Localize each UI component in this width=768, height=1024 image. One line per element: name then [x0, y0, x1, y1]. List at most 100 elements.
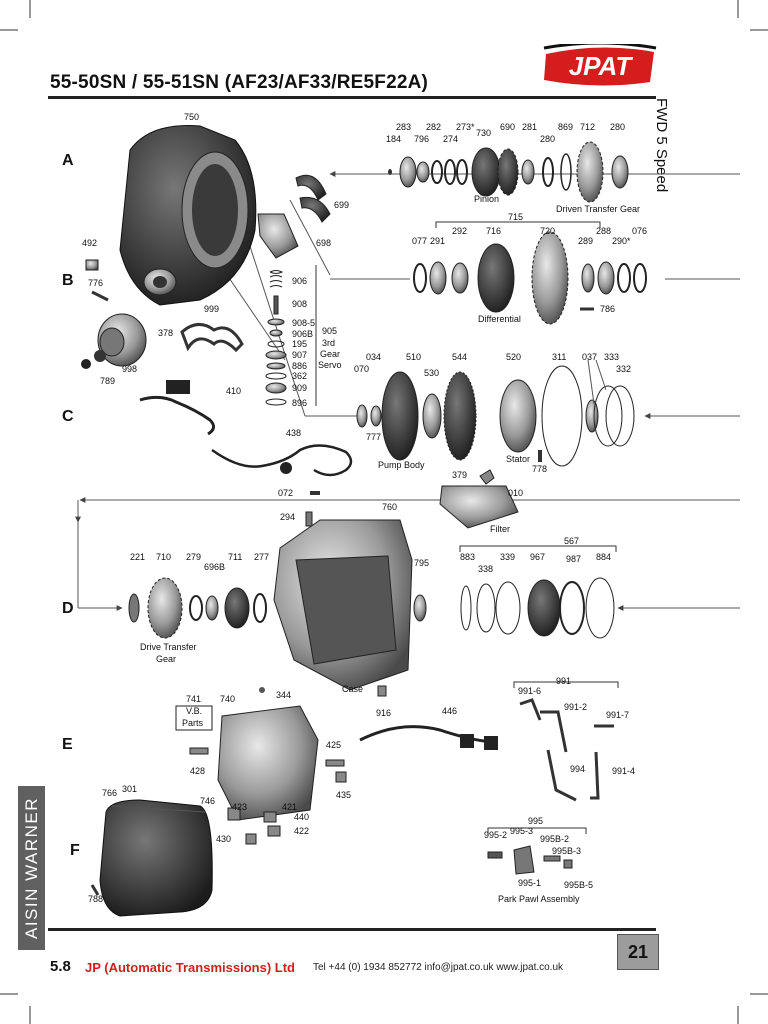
label-991-6: 991-6: [518, 686, 541, 696]
label-905: 905: [322, 326, 337, 336]
label-699: 699: [334, 200, 349, 210]
label-446: 446: [442, 706, 457, 716]
label-987: 987: [566, 554, 581, 564]
label-991: 991: [556, 676, 571, 686]
label-438: 438: [286, 428, 301, 438]
label-908: 908: [292, 299, 307, 309]
label-795: 795: [414, 558, 429, 568]
row-letter-c: C: [62, 408, 74, 425]
label-995B-2: 995B-2: [540, 834, 569, 844]
label-221: 221: [130, 552, 145, 562]
label-766: 766: [102, 788, 117, 798]
label-995: 995: [528, 816, 543, 826]
label-195: 195: [292, 339, 307, 349]
label-869: 869: [558, 122, 573, 132]
label-777: 777: [366, 432, 381, 442]
company-name: JP (Automatic Transmissions) Ltd: [85, 960, 295, 975]
label-428: 428: [190, 766, 205, 776]
label-750: 750: [184, 112, 199, 122]
label-072: 072: [278, 488, 293, 498]
brand-tab-text: AISIN WARNER: [21, 796, 41, 940]
label-698: 698: [316, 238, 331, 248]
label-746: 746: [200, 796, 215, 806]
label-884: 884: [596, 552, 611, 562]
label-991-4: 991-4: [612, 766, 635, 776]
label-711: 711: [228, 552, 242, 562]
label-076: 076: [632, 226, 647, 236]
label-991-2: 991-2: [564, 702, 587, 712]
label-070: 070: [354, 364, 369, 374]
label-510: 510: [406, 352, 421, 362]
label-parts: Parts: [182, 718, 204, 728]
label-991-7: 991-7: [606, 710, 629, 720]
label-520: 520: [506, 352, 521, 362]
label-servo: Servo: [318, 360, 342, 370]
label-289: 289: [578, 236, 593, 246]
label-995-1: 995-1: [518, 878, 541, 888]
label-908-5: 908-5: [292, 318, 315, 328]
label-288: 288: [596, 226, 611, 236]
brand-tab: AISIN WARNER: [18, 786, 45, 950]
label-422: 422: [294, 826, 309, 836]
label-034: 034: [366, 352, 381, 362]
footer-rule: [48, 928, 656, 931]
label-362: 362: [292, 371, 307, 381]
label-530: 530: [424, 368, 439, 378]
label-378: 378: [158, 328, 173, 338]
label-730: 730: [476, 128, 491, 138]
label-567: 567: [564, 536, 579, 546]
label-281: 281: [522, 122, 537, 132]
label-273: 273*: [456, 122, 475, 132]
label-712: 712: [580, 122, 595, 132]
label-drive-transfer: Drive Transfer: [140, 642, 197, 652]
label-driven-transfer-gear: Driven Transfer Gear: [556, 204, 640, 214]
label-440: 440: [294, 812, 309, 822]
header-rule: [48, 96, 656, 99]
label-778: 778: [532, 464, 547, 474]
label-pinion: Pinion: [474, 194, 499, 204]
label-339: 339: [500, 552, 515, 562]
label-294: 294: [280, 512, 295, 522]
label-716: 716: [486, 226, 501, 236]
label-425: 425: [326, 740, 341, 750]
label-883: 883: [460, 552, 475, 562]
label-case: Case: [342, 684, 363, 694]
section-number: 5.8: [50, 958, 71, 975]
label-282: 282: [426, 122, 441, 132]
label-796: 796: [414, 134, 429, 144]
label-3rd: 3rd: [322, 338, 335, 348]
label-999: 999: [204, 304, 219, 314]
label-410: 410: [226, 386, 241, 396]
label-333: 333: [604, 352, 619, 362]
label-280a: 280: [540, 134, 555, 144]
label-994: 994: [570, 764, 585, 774]
label-690: 690: [500, 122, 515, 132]
label-pump-body: Pump Body: [378, 460, 425, 470]
label-710: 710: [156, 552, 171, 562]
row-letter-f: F: [70, 842, 80, 859]
label-301: 301: [122, 784, 137, 794]
label-998: 998: [122, 364, 137, 374]
label-995-3: 995-3: [510, 826, 533, 836]
label-stator: Stator: [506, 454, 530, 464]
label-379: 379: [452, 470, 467, 480]
label-park-pawl-assembly: Park Pawl Assembly: [498, 894, 580, 904]
label-290: 290*: [612, 236, 631, 246]
label-010: 010: [508, 488, 523, 498]
label-311: 311: [552, 352, 566, 362]
label-909: 909: [292, 383, 307, 393]
label-274: 274: [443, 134, 458, 144]
label-715: 715: [508, 212, 523, 222]
label-789: 789: [100, 376, 115, 386]
label-760: 760: [382, 502, 397, 512]
label-907: 907: [292, 350, 307, 360]
label-906: 906: [292, 276, 307, 286]
label-967: 967: [530, 552, 545, 562]
row-letter-d: D: [62, 600, 74, 617]
label-435: 435: [336, 790, 351, 800]
row-letter-e: E: [62, 736, 73, 753]
label-gear: Gear: [320, 349, 340, 359]
label-740: 740: [220, 694, 235, 704]
label-776: 776: [88, 278, 103, 288]
